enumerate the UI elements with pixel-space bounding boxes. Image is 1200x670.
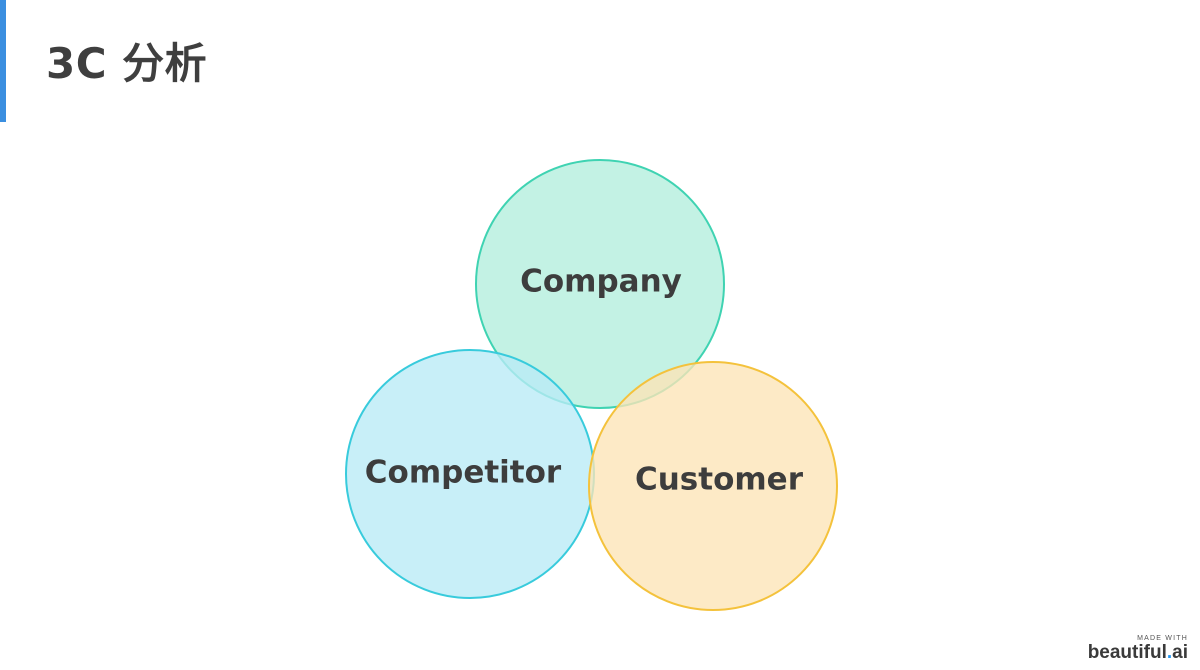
brand-dot: .	[1166, 642, 1173, 663]
brand-suffix: ai	[1172, 642, 1188, 663]
made-with-text: MADE WITH	[1137, 635, 1188, 642]
circle-customer[interactable]	[588, 361, 838, 611]
circle-company[interactable]	[475, 159, 725, 409]
brand-logo: beautiful.ai	[1088, 643, 1188, 662]
competitor-label: Competitor	[365, 455, 562, 491]
title-accent-bar	[0, 0, 6, 122]
made-with-watermark[interactable]: MADE WITH beautiful.ai	[1088, 635, 1188, 662]
brand-name: beautiful	[1087, 642, 1167, 663]
slide-title: 3C 分析	[46, 39, 208, 88]
company-label: Company	[520, 264, 682, 300]
customer-label: Customer	[635, 462, 804, 498]
